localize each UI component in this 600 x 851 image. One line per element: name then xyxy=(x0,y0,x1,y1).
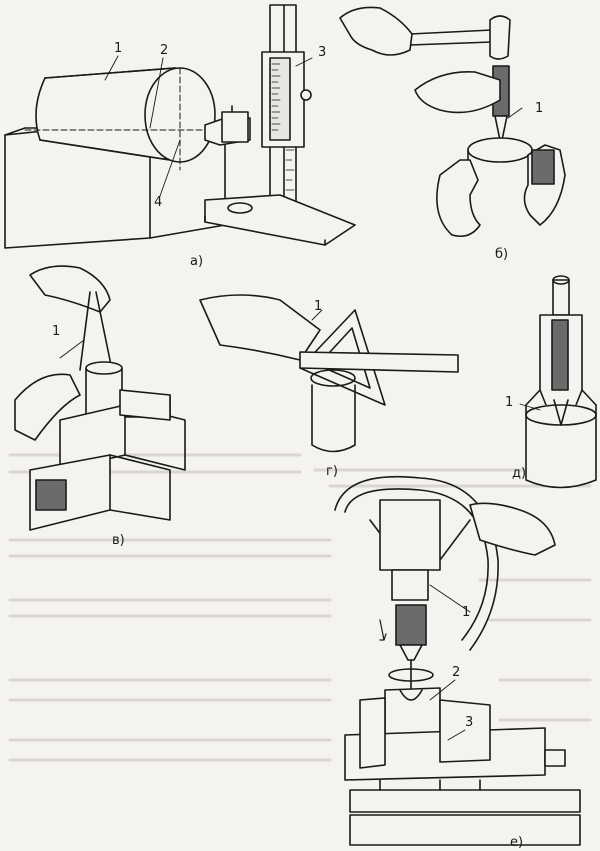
panel-label-d: д) xyxy=(512,466,527,481)
panel-d-figure xyxy=(519,275,597,489)
panel-e-figure xyxy=(334,475,581,846)
callout-a-4: 4 xyxy=(154,195,163,210)
background-page-text xyxy=(8,453,592,762)
callout-a-3: 3 xyxy=(318,45,327,60)
panel-a-figure xyxy=(4,4,356,249)
callout-e-3: 3 xyxy=(465,715,474,730)
panel-g-figure xyxy=(199,294,459,453)
panel-v-figure xyxy=(14,265,186,531)
panel-label-g: г) xyxy=(326,464,338,479)
callout-d-1: 1 xyxy=(505,395,514,410)
callout-g-1: 1 xyxy=(314,299,323,314)
panel-b-figure xyxy=(339,6,566,238)
panel-label-v: в) xyxy=(112,533,125,548)
callout-v-1: 1 xyxy=(52,324,61,339)
callout-b-1: 1 xyxy=(535,101,544,116)
callout-a-1: 1 xyxy=(114,41,123,56)
panel-label-b: б) xyxy=(495,247,509,262)
panel-label-a: а) xyxy=(190,254,204,269)
callout-e-1: 1 xyxy=(462,605,471,620)
callout-e-2: 2 xyxy=(452,665,461,680)
callout-a-2: 2 xyxy=(160,43,169,58)
panel-label-e: е) xyxy=(510,835,524,850)
